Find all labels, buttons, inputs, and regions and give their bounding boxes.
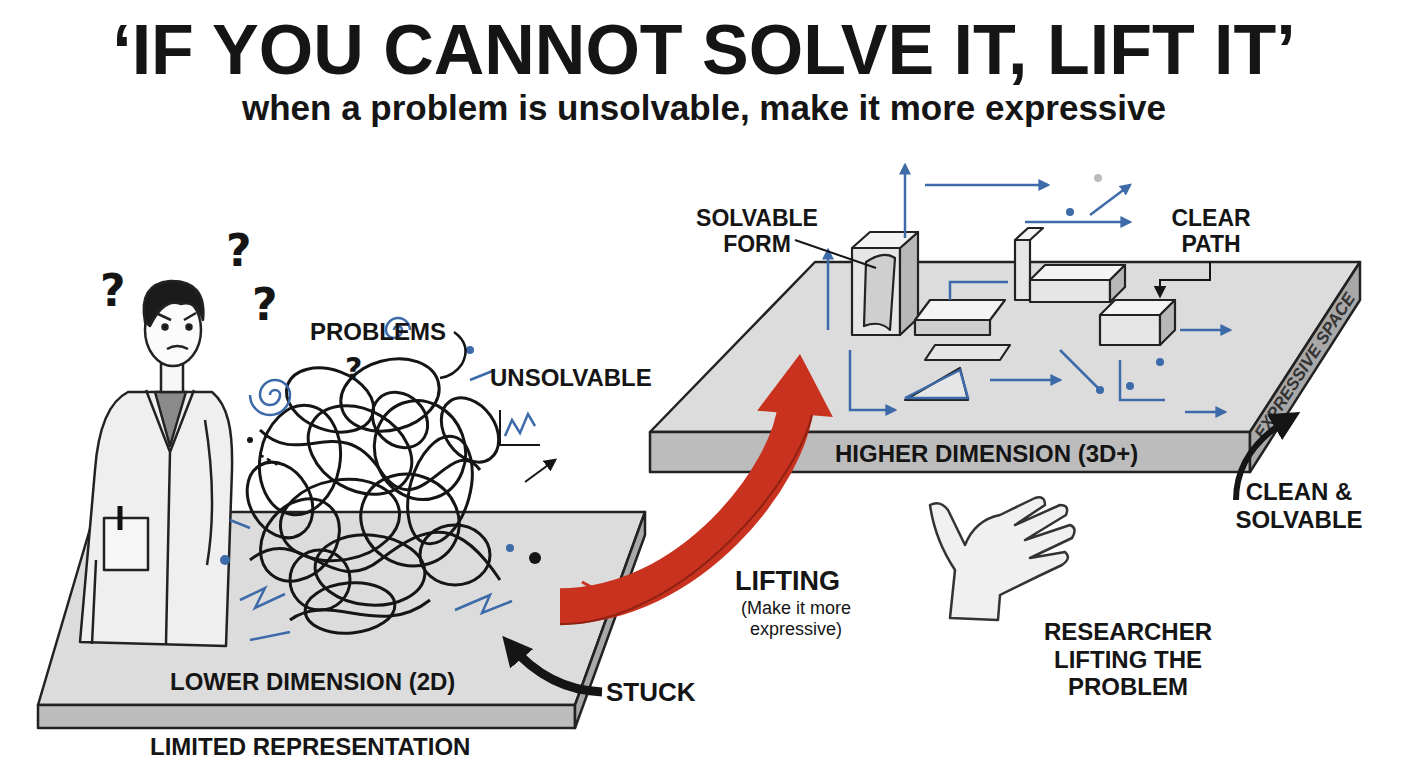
- diagram-title: ‘IF YOU CANNOT SOLVE IT, LIFT IT’: [0, 10, 1408, 91]
- small-arrow: [525, 460, 555, 482]
- annotation-label: PROBLEMS: [310, 318, 446, 346]
- dot: [1094, 174, 1102, 182]
- path-arrow: [990, 379, 1060, 382]
- pen: [118, 506, 123, 530]
- path-arrow: [827, 250, 830, 330]
- annotation-label: ?: [345, 352, 362, 387]
- dot: [529, 552, 541, 564]
- step-face: [925, 345, 1010, 360]
- tangle-loop: [333, 348, 448, 441]
- plate-label: LOWER DIMENSION (2D): [170, 668, 455, 696]
- annotation-label: ?: [100, 266, 126, 317]
- tangle-loop: [251, 399, 349, 521]
- path-arrow: [1025, 221, 1130, 224]
- shirt: [155, 392, 186, 446]
- spiral-scribble: [250, 380, 290, 415]
- annotation-label: STUCK: [606, 678, 696, 708]
- annotation-label: (Make it more expressive): [698, 598, 894, 639]
- eye: [163, 325, 168, 330]
- annotation-label: ?: [252, 280, 278, 331]
- dot: [1066, 208, 1074, 216]
- annotation-label: UNSOLVABLE: [490, 364, 652, 392]
- annotation-label: CLEAR PATH: [1160, 205, 1262, 258]
- annotation-label: CLEAN & SOLVABLE: [1226, 478, 1372, 533]
- researcher-figure: [80, 281, 232, 646]
- block-face: [1015, 228, 1043, 240]
- dot: [220, 555, 230, 565]
- dot: [1096, 386, 1104, 394]
- block-face: [1030, 280, 1110, 302]
- step-face: [915, 300, 1005, 320]
- dot: [466, 346, 474, 354]
- block-face: [852, 232, 918, 248]
- dot: [506, 544, 514, 552]
- coat-pocket: [104, 518, 148, 570]
- chart-axes: [500, 410, 540, 445]
- plate-face: [1250, 262, 1360, 472]
- subtitle: when a problem is unsolvable, make it mo…: [0, 88, 1408, 128]
- dot: [247, 437, 253, 443]
- path-arrow: [1185, 411, 1225, 414]
- plate-caption: LIMITED REPRESENTATION: [150, 733, 470, 761]
- block-face: [1015, 240, 1030, 300]
- tangle-loop: [361, 381, 439, 459]
- plate-face: [650, 262, 1360, 432]
- block-face: [852, 248, 900, 335]
- open-hand: [930, 497, 1075, 620]
- eye: [187, 325, 192, 330]
- plate-face: [38, 705, 575, 728]
- plate-label: HIGHER DIMENSION (3D+): [835, 440, 1138, 468]
- plate-face: [650, 432, 1250, 472]
- path-arrow: [1180, 329, 1230, 332]
- edge-label: LIFTING: [735, 566, 840, 597]
- block-face: [1100, 315, 1160, 345]
- annotation-label: SOLVABLE FORM: [688, 205, 826, 258]
- frown-face: [158, 313, 196, 349]
- coat-lines: [92, 390, 212, 644]
- annotation-label: ?: [226, 226, 252, 277]
- path-arrow: [904, 165, 907, 238]
- plate-face: [38, 512, 645, 705]
- dot: [1156, 358, 1164, 366]
- lab-coat: [80, 392, 232, 646]
- chart-zigzag: [505, 414, 535, 436]
- dash-line: [260, 455, 278, 465]
- path-arrow: [1090, 185, 1130, 215]
- step-face: [915, 320, 990, 335]
- plate-face: [575, 512, 645, 728]
- annotation-label: RESEARCHER LIFTING THE PROBLEM: [1033, 618, 1223, 701]
- hair: [144, 281, 204, 326]
- dot: [1126, 382, 1134, 390]
- path-arrow: [925, 184, 1048, 187]
